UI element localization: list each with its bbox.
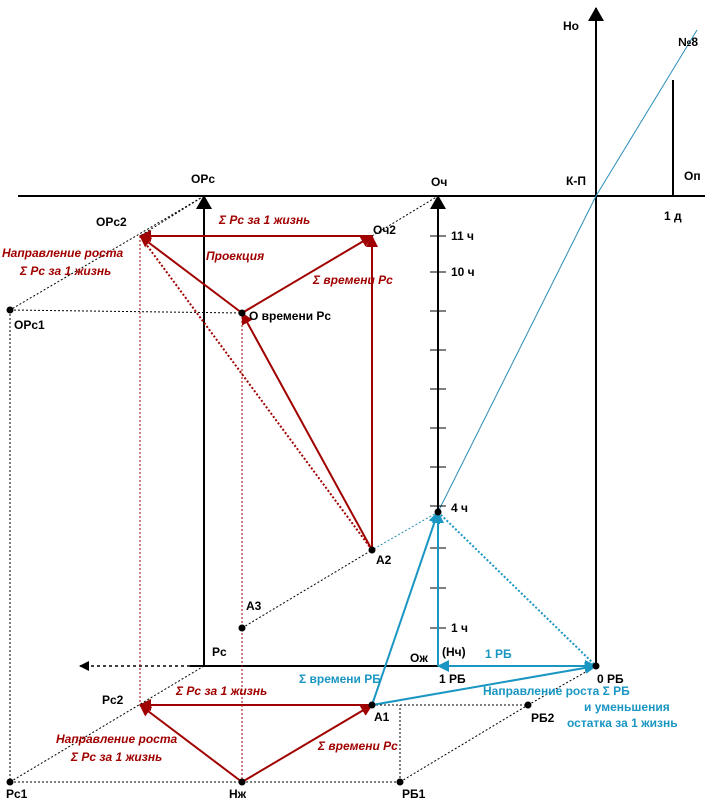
point-nzh — [238, 778, 246, 786]
point-4h — [434, 508, 442, 516]
label-one-d: 1 д — [664, 209, 682, 223]
kp-diagonal-line — [437, 195, 597, 513]
label-a1: А1 — [374, 710, 390, 724]
annotation-sum-rs-bottom: Σ Рс за 1 жизнь — [175, 684, 267, 698]
label-ops2: ОРс2 — [96, 215, 127, 229]
label-kp: К-П — [566, 174, 586, 188]
red-dotted-lines — [139, 235, 243, 782]
annotation-dir-rb-line3: остатка за 1 жизнь — [567, 716, 678, 730]
n8-line — [595, 29, 698, 197]
label-one-rb-blue: 1 РБ — [485, 647, 512, 661]
label-rs1: Рс1 — [6, 787, 28, 800]
annotation-dir-rb-line2: и уменьшения — [584, 700, 670, 714]
tick-label-10h: 10 ч — [451, 265, 475, 279]
point-a1 — [368, 701, 376, 709]
label-rb1: РБ1 — [402, 787, 426, 800]
label-no: Но — [563, 19, 579, 33]
annotation-dir-bottom-line2: Σ Рс за 1 жизнь — [70, 750, 162, 764]
kp-diagonal-dotted — [371, 511, 439, 551]
tick-label-11h: 11 ч — [451, 229, 474, 243]
label-o-vremeni-rs: О времени Рс — [249, 309, 331, 323]
annotation-sum-vremeni-rb: Σ времени РБ — [299, 672, 381, 686]
label-a3: А3 — [246, 599, 262, 613]
label-rb2: РБ2 — [531, 711, 555, 725]
label-nch: (Нч) — [442, 645, 466, 659]
annotation-sum-rs-top: Σ Рс за 1 жизнь — [218, 213, 310, 227]
blue-arrows — [371, 511, 597, 706]
blue-dotted-line — [437, 511, 597, 667]
label-och: Оч — [431, 175, 447, 189]
annotation-dir-top-line1: Направление роста — [2, 246, 123, 260]
point-a3 — [238, 624, 246, 632]
tick-label-4h: 4 ч — [451, 501, 468, 515]
label-rs: Рс — [212, 645, 227, 659]
point-o-vremeni-rs — [238, 309, 246, 317]
annotation-dir-bottom-line1: Направление роста — [56, 732, 177, 746]
label-ops: ОРс — [191, 172, 215, 186]
annotation-dir-top-line2: Σ Рс за 1 жизнь — [19, 264, 111, 278]
annotation-dir-rb-line1: Направление роста Σ РБ — [483, 684, 630, 698]
label-n8: №8 — [678, 35, 698, 49]
point-ops1 — [6, 306, 14, 314]
red-projection-dotted-diagonal — [139, 235, 373, 551]
label-och2: Оч2 — [373, 223, 396, 237]
label-zero-rb: 0 РБ — [597, 672, 624, 686]
label-rs2: Рс2 — [102, 693, 124, 707]
point-zero-rb — [592, 662, 600, 670]
points — [6, 306, 600, 786]
annotation-sum-vremeni-rs-top: Σ времени Рс — [312, 273, 393, 287]
point-rb1 — [396, 778, 404, 786]
red-arrows — [139, 230, 378, 783]
label-op: Оп — [684, 169, 701, 183]
point-rs1 — [6, 778, 14, 786]
point-rb2 — [524, 701, 532, 709]
label-ozh: Ож — [410, 651, 428, 665]
annotation-proekciya: Проекция — [206, 249, 264, 263]
point-a2 — [368, 546, 376, 554]
label-one-rb-axis: 1 РБ — [439, 672, 466, 686]
label-ops1: ОРс1 — [14, 318, 45, 332]
label-a2: А2 — [376, 553, 392, 567]
annotation-sum-vremeni-rs-bottom: Σ времени Рс — [317, 739, 398, 753]
label-nzh: Нж — [229, 787, 247, 800]
tick-label-1h: 1 ч — [451, 621, 468, 635]
